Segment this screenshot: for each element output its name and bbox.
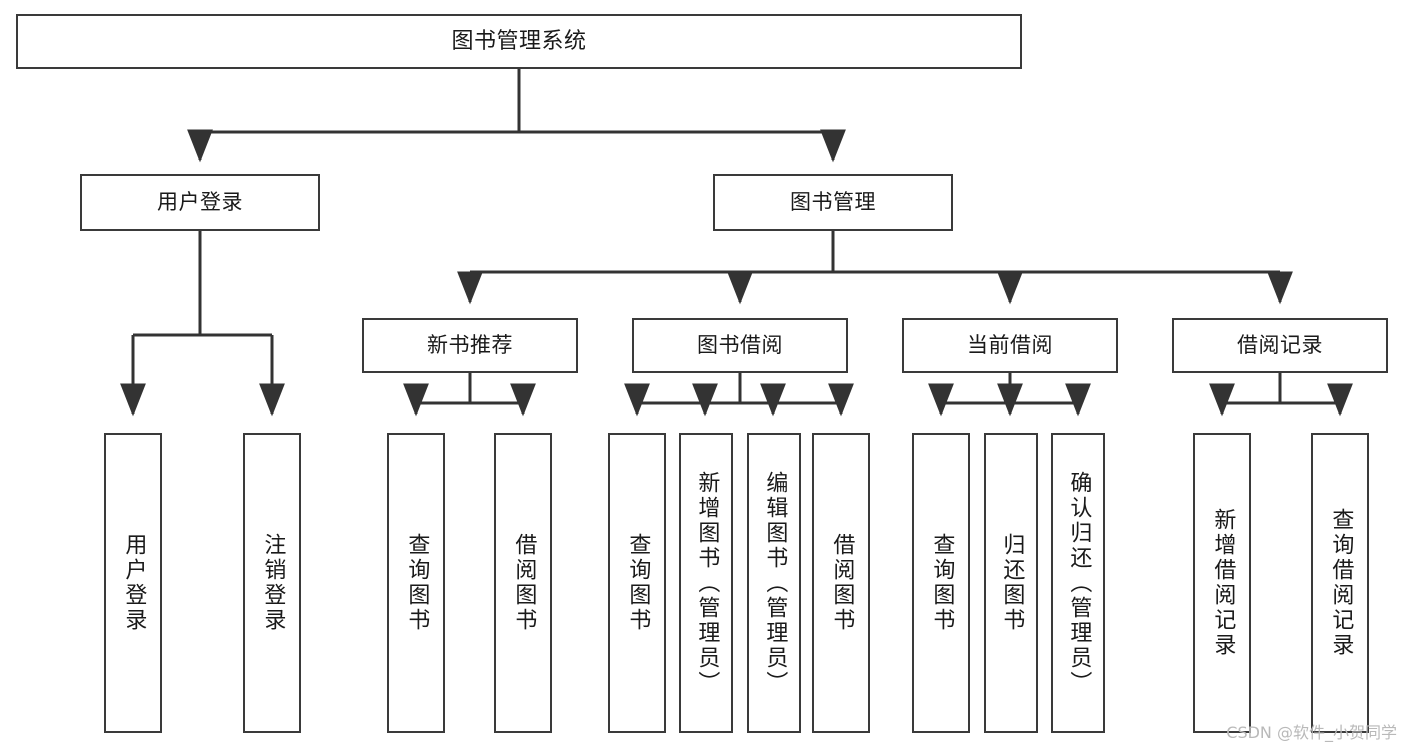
node-label: 新书推荐 (427, 333, 513, 358)
node-borrow-record[interactable]: 借阅记录 (1172, 318, 1388, 373)
node-label: 当前借阅 (967, 333, 1053, 358)
node-label: 借阅记录 (1237, 333, 1323, 358)
leaf-query-book-current[interactable]: 查询图书 (912, 433, 970, 733)
leaf-query-borrow-record[interactable]: 查询借阅记录 (1311, 433, 1369, 733)
leaf-return-book[interactable]: 归还图书 (984, 433, 1038, 733)
node-book-management[interactable]: 图书管理 (713, 174, 953, 231)
node-new-book-recommend[interactable]: 新书推荐 (362, 318, 578, 373)
node-label: 图书借阅 (697, 333, 783, 358)
leaf-add-book-admin[interactable]: 新增图书（管理员） (679, 433, 733, 733)
leaf-confirm-return-admin[interactable]: 确认归还（管理员） (1051, 433, 1105, 733)
node-label: 查询图书 (404, 533, 430, 633)
leaf-user-login[interactable]: 用户登录 (104, 433, 162, 733)
leaf-query-book-new[interactable]: 查询图书 (387, 433, 445, 733)
node-root-book-management-system[interactable]: 图书管理系统 (16, 14, 1022, 69)
leaf-borrow-book[interactable]: 借阅图书 (812, 433, 870, 733)
csdn-watermark: CSDN @软件_小贺同学 (1226, 723, 1397, 742)
leaf-query-book-borrow[interactable]: 查询图书 (608, 433, 666, 733)
node-label: 确认归还（管理员） (1066, 470, 1092, 696)
node-label: 借阅图书 (829, 533, 855, 633)
node-user-login[interactable]: 用户登录 (80, 174, 320, 231)
leaf-borrow-book-new[interactable]: 借阅图书 (494, 433, 552, 733)
node-label: 新增借阅记录 (1210, 508, 1236, 658)
node-label: 用户登录 (121, 533, 147, 633)
leaf-edit-book-admin[interactable]: 编辑图书（管理员） (747, 433, 801, 733)
node-label: 图书管理系统 (451, 28, 587, 54)
node-label: 查询图书 (929, 533, 955, 633)
node-label: 查询图书 (625, 533, 651, 633)
leaf-logout[interactable]: 注销登录 (243, 433, 301, 733)
node-label: 编辑图书（管理员） (762, 470, 788, 696)
node-label: 归还图书 (999, 533, 1025, 633)
node-label: 查询借阅记录 (1328, 508, 1354, 658)
node-label: 用户登录 (157, 190, 243, 215)
node-label: 借阅图书 (511, 533, 537, 633)
node-label: 注销登录 (260, 533, 286, 633)
node-book-borrow[interactable]: 图书借阅 (632, 318, 848, 373)
node-label: 图书管理 (790, 190, 876, 215)
leaf-add-borrow-record[interactable]: 新增借阅记录 (1193, 433, 1251, 733)
node-current-borrow[interactable]: 当前借阅 (902, 318, 1118, 373)
node-label: 新增图书（管理员） (694, 470, 720, 696)
